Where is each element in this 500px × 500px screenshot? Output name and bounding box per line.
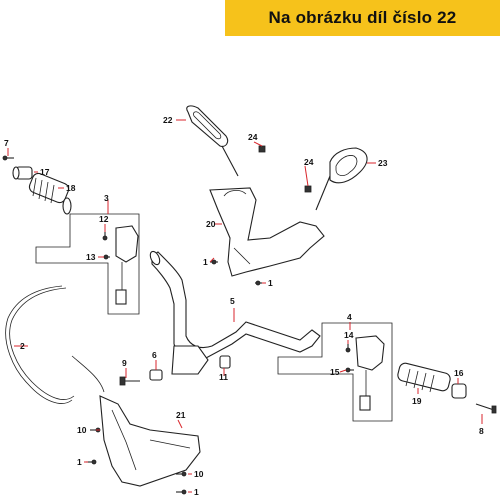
- callout-9: 9: [122, 358, 127, 368]
- screw-part-14: [345, 344, 351, 353]
- cable-end: [71, 355, 105, 393]
- callout-12: 12: [99, 214, 109, 224]
- switch-left-bracket: [35, 213, 140, 315]
- callout-15: 15: [330, 367, 340, 377]
- callout-1-bottom-left: 1: [77, 457, 82, 467]
- callout-5: 5: [230, 296, 235, 306]
- callout-10-left: 10: [77, 425, 87, 435]
- handlebar-cover-part-20: [209, 187, 325, 277]
- screw-part-1-bottom: [176, 489, 187, 495]
- throttle-cable-outline: [9, 287, 75, 400]
- clamp-part-11: [219, 355, 231, 369]
- callout-21: 21: [176, 410, 186, 420]
- callout-leaders: [7, 119, 483, 493]
- callout-1-mid: 1: [203, 257, 208, 267]
- throttle-cable-part-2: [5, 285, 73, 404]
- callout-22: 22: [163, 115, 173, 125]
- part-number-banner: Na obrázku díl číslo 22: [225, 0, 500, 36]
- clamp-part-6: [149, 369, 163, 381]
- banner-text: Na obrázku díl číslo 22: [268, 8, 457, 27]
- callout-13: 13: [86, 252, 96, 262]
- callout-23: 23: [378, 158, 388, 168]
- callout-16: 16: [454, 368, 464, 378]
- screw-part-12: [102, 232, 108, 241]
- switch-right-bracket: [277, 322, 393, 422]
- callout-4: 4: [347, 312, 352, 322]
- callout-24-right: 24: [304, 157, 314, 167]
- callout-1-cover: 1: [268, 278, 273, 288]
- callout-19: 19: [412, 396, 422, 406]
- screw-part-15: [345, 367, 354, 373]
- callout-11: 11: [219, 372, 228, 382]
- switch-right-part-4: [355, 335, 385, 411]
- callout-6: 6: [152, 350, 157, 360]
- mirror-right-part-23: [315, 147, 368, 211]
- screw-part-1-mid: [210, 259, 218, 265]
- callout-8: 8: [479, 426, 484, 436]
- callout-10-bottom: 10: [194, 469, 204, 479]
- screw-part-13: [103, 254, 110, 260]
- callout-3: 3: [104, 193, 109, 203]
- screw-part-7: [2, 155, 14, 161]
- screw-part-8: [475, 403, 497, 414]
- callout-20: 20: [206, 219, 216, 229]
- callout-14: 14: [344, 330, 354, 340]
- handlebar-part-5: [149, 250, 321, 375]
- callout-24-left: 24: [248, 132, 258, 142]
- washer-part-24-left: [258, 145, 266, 153]
- screw-part-10-bottom: [176, 471, 187, 477]
- callout-17: 17: [40, 167, 50, 177]
- callout-7: 7: [4, 138, 9, 148]
- washer-part-24-right: [304, 185, 312, 193]
- mirror-left-part-22: [186, 105, 239, 177]
- callout-2: 2: [20, 341, 25, 351]
- grip-right-part-19: [397, 362, 451, 393]
- callout-18: 18: [66, 183, 76, 193]
- grip-left-part-18: [28, 172, 72, 215]
- bar-end-weight-part-16: [451, 383, 467, 399]
- callout-1-bottom: 1: [194, 487, 199, 497]
- screw-part-1-cover: [255, 280, 262, 286]
- bolt-part-9: [119, 376, 140, 386]
- bar-end-weight-part-17: [12, 166, 33, 180]
- switch-left-part-3: [115, 225, 139, 305]
- lower-cover-part-21: [99, 395, 201, 487]
